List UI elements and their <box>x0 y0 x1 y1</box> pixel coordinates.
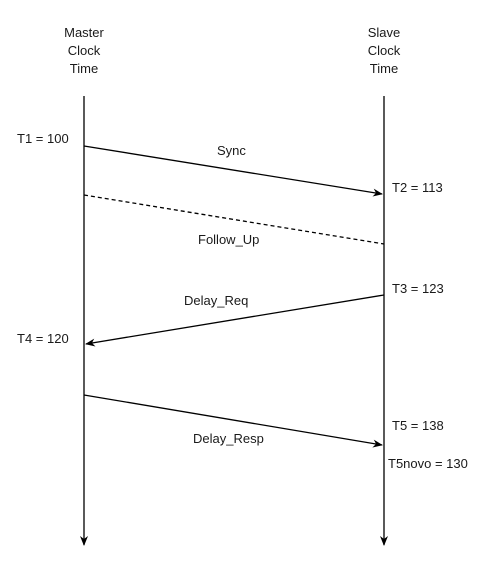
t5-label: T5 = 138 <box>392 418 444 433</box>
slave-header: Slave Clock Time <box>344 24 424 78</box>
master-header: Master Clock Time <box>44 24 124 78</box>
t4-label: T4 = 120 <box>17 331 69 346</box>
master-header-line-3: Time <box>69 61 99 76</box>
master-header-line-2: Clock <box>67 43 101 58</box>
sync-label: Sync <box>217 143 246 158</box>
slave-header-line-1: Slave <box>367 25 401 40</box>
follow-up-line <box>83 194 385 245</box>
follow-up-label: Follow_Up <box>198 232 260 247</box>
t1-label: T1 = 100 <box>17 131 69 146</box>
delay-resp-label: Delay_Resp <box>193 431 264 446</box>
slave-header-line-2: Clock <box>367 43 401 58</box>
delay-resp-arrow <box>83 394 383 448</box>
sync-arrow <box>83 145 383 197</box>
t3-label: T3 = 123 <box>392 281 444 296</box>
master-header-line-1: Master <box>64 25 104 40</box>
slave-header-line-3: Time <box>369 61 399 76</box>
delay-req-label: Delay_Req <box>184 293 249 308</box>
t2-label: T2 = 113 <box>392 180 443 195</box>
delay-req-arrow <box>85 294 385 347</box>
t5novo-label: T5novo = 130 <box>388 456 468 471</box>
